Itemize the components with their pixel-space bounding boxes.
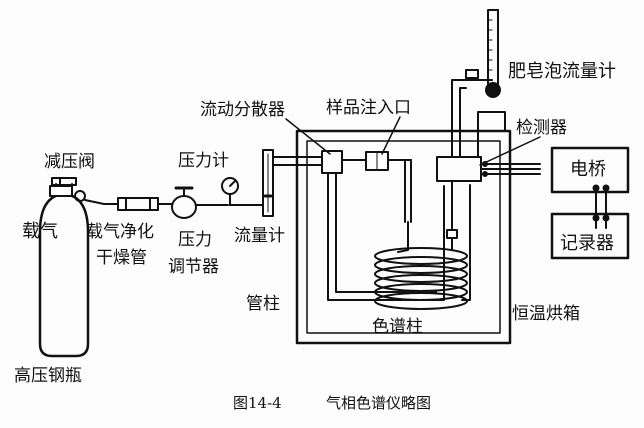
label-soap-bubble-flowmeter: 肥皂泡流量计 [508,61,616,82]
label-recorder: 记录器 [560,233,614,254]
label-pressure-gauge: 压力计 [178,151,229,171]
label-sample-inlet: 样品注入口 [326,98,411,118]
label-pressure-regulator-line1: 压力 [178,230,212,250]
label-purifier-line1: 载气净化 [86,222,154,242]
pressure-regulator [171,186,229,219]
label-detector: 检测器 [516,118,567,138]
label-carrier-gas: 载气 [22,221,58,242]
label-tube-column: 管柱 [246,294,280,314]
gas-cylinder [38,177,90,358]
label-high-pressure-cylinder: 高压钢瓶 [14,366,82,386]
tube-column [327,172,445,301]
exhaust-line [446,69,493,251]
caption-title: 气相色谱仪略图 [326,394,432,412]
pressure-reducing-valve [49,177,105,205]
recorder [550,212,630,260]
label-purifier-line2: 干燥管 [96,248,147,268]
thermostatic-oven [295,129,512,345]
chromatographic-column [374,184,471,310]
sample-injection-port [365,151,412,223]
label-flow-splitter: 流动分散器 [200,100,285,120]
flow-splitter [321,150,367,174]
label-flow-meter: 流量计 [234,226,285,246]
label-bridge: 电桥 [570,159,606,180]
label-chromatographic-column: 色谱柱 [372,317,423,337]
purifier-dryer-tube [103,197,173,211]
soap-bubble-flowmeter [485,9,501,98]
rotameter [261,149,274,217]
leader-lines [285,116,541,166]
bridge [550,146,630,229]
label-pressure-reducing-valve: 减压阀 [44,152,95,172]
caption-figure-number: 图14-4 [233,394,282,412]
label-thermostatic-oven: 恒温烘箱 [512,304,580,324]
oven-outlet [477,111,506,158]
pressure-gauge [221,177,263,206]
label-pressure-regulator-line2: 调节器 [168,257,219,277]
